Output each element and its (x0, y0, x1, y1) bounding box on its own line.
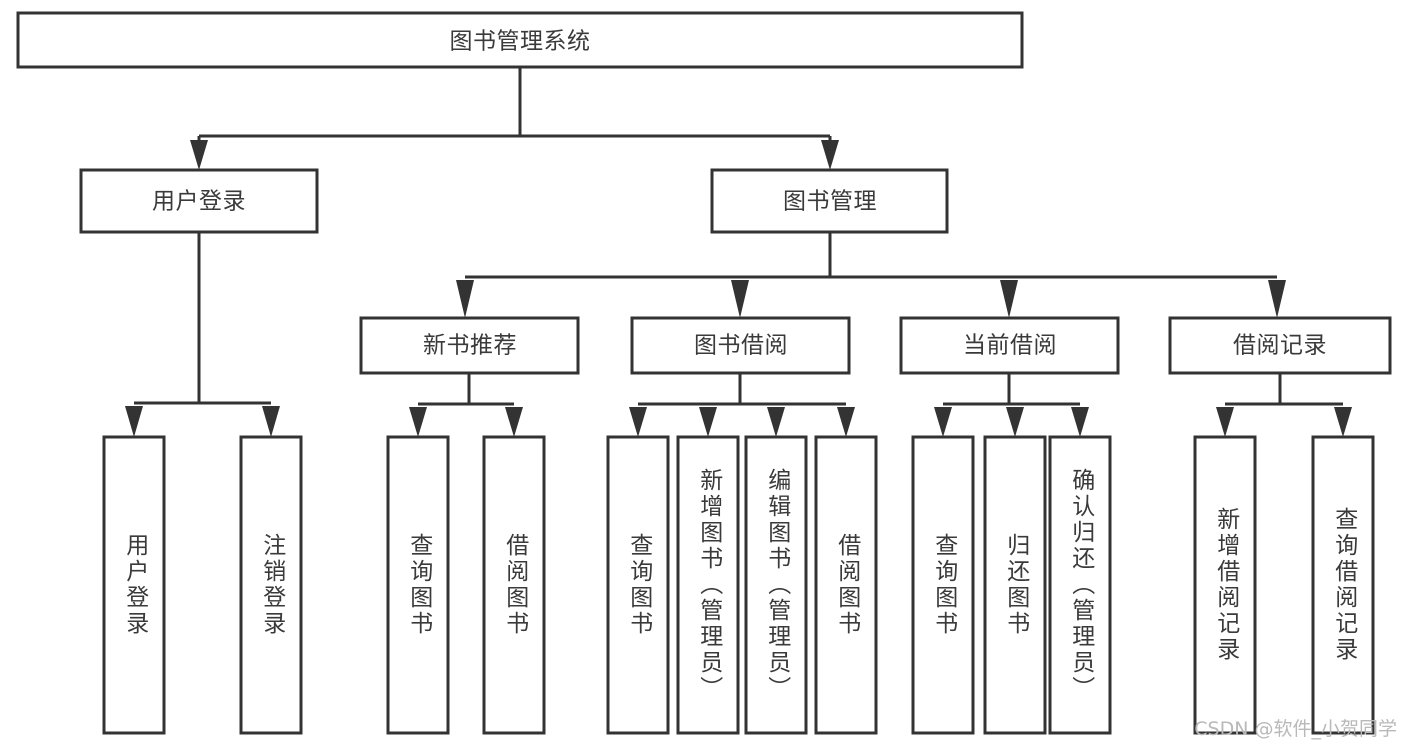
node-book-borrow-box (630, 316, 851, 375)
node-current-borrow[interactable]: 当前借阅 (899, 316, 1120, 375)
node-leaf-user-login[interactable]: 用户登录 (102, 435, 166, 735)
arrow-head-book-manage (821, 140, 839, 170)
node-leaf-add-record[interactable]: 新增借阅记录 (1193, 435, 1257, 735)
node-leaf-borrow-book-2-label: 借阅图书 (833, 533, 860, 637)
node-leaf-edit-book[interactable]: 编辑图书（管理员） (744, 435, 808, 735)
node-leaf-query-book-1-label: 查询图书 (405, 533, 432, 637)
node-leaf-user-login-label: 用户登录 (121, 533, 148, 637)
node-root[interactable]: 图书管理系统 (16, 11, 1024, 69)
node-leaf-query-book-1-box (386, 435, 450, 735)
csdn-watermark: CSDN @软件_小贺同学 (1194, 718, 1397, 740)
node-book-manage-box (710, 168, 949, 234)
node-user-login[interactable]: 用户登录 (79, 168, 319, 234)
arrow-head-current-borrow (1000, 280, 1018, 318)
node-leaf-add-book-box (676, 435, 740, 735)
arrow-head-leaf-query-book-3 (934, 407, 952, 437)
node-leaf-return-book-label: 归还图书 (1002, 533, 1029, 637)
node-leaf-confirm-return-label: 确认归还（管理员） (1067, 468, 1094, 702)
arrow-head-leaf-confirm-return (1071, 407, 1089, 437)
connector-group-book-borrow (629, 373, 855, 437)
node-leaf-borrow-book-1[interactable]: 借阅图书 (482, 435, 546, 735)
node-leaf-edit-book-box (744, 435, 808, 735)
node-leaf-query-book-3[interactable]: 查询图书 (911, 435, 975, 735)
leaf-nodes-group: 用户登录 注销登录 查询图书 借阅图书 (102, 435, 1375, 735)
arrow-head-leaf-query-book-1 (409, 407, 427, 437)
connector-group-user-login (125, 232, 280, 437)
arrow-head-leaf-edit-book (767, 407, 785, 437)
node-leaf-query-book-3-box (911, 435, 975, 735)
node-borrow-record-label: 借阅记录 (1233, 333, 1327, 359)
node-leaf-query-record-label: 查询借阅记录 (1330, 507, 1357, 663)
node-leaf-add-record-box (1193, 435, 1257, 735)
node-leaf-return-book-box (983, 435, 1047, 735)
node-leaf-user-logout-label: 注销登录 (258, 533, 285, 637)
arrow-head-leaf-user-logout (262, 406, 280, 437)
node-leaf-query-book-3-label: 查询图书 (930, 533, 957, 637)
arrow-head-leaf-borrow-book-1 (505, 407, 523, 437)
node-leaf-user-login-box (102, 435, 166, 735)
node-leaf-borrow-book-1-label: 借阅图书 (501, 533, 528, 637)
node-leaf-confirm-return-box (1048, 435, 1112, 735)
node-leaf-user-logout[interactable]: 注销登录 (239, 435, 303, 735)
node-leaf-query-book-1[interactable]: 查询图书 (386, 435, 450, 735)
node-leaf-borrow-book-2-box (814, 435, 878, 735)
arrow-head-leaf-user-login (125, 406, 143, 437)
arrow-head-leaf-return-book (1006, 407, 1024, 437)
connector-group-new-book-rec (409, 373, 523, 437)
node-borrow-record-box (1168, 316, 1392, 375)
node-current-borrow-box (899, 316, 1120, 375)
arrow-head-new-book-rec (456, 280, 474, 318)
node-new-book-rec-label: 新书推荐 (423, 333, 517, 359)
node-user-login-box (79, 168, 319, 234)
node-leaf-add-record-label: 新增借阅记录 (1212, 507, 1239, 663)
node-leaf-query-book-2-label: 查询图书 (625, 533, 652, 637)
node-leaf-confirm-return[interactable]: 确认归还（管理员） (1048, 435, 1112, 735)
node-leaf-return-book[interactable]: 归还图书 (983, 435, 1047, 735)
node-root-box (16, 11, 1024, 69)
node-leaf-query-record-box (1311, 435, 1375, 735)
node-leaf-user-logout-box (239, 435, 303, 735)
connector-group-book-manage (456, 232, 1286, 318)
node-root-label: 图书管理系统 (450, 29, 591, 55)
node-new-book-rec[interactable]: 新书推荐 (359, 316, 580, 375)
node-leaf-query-book-2-box (606, 435, 670, 735)
node-leaf-borrow-book-1-box (482, 435, 546, 735)
node-book-manage[interactable]: 图书管理 (710, 168, 949, 234)
node-leaf-query-book-2[interactable]: 查询图书 (606, 435, 670, 735)
node-book-manage-label: 图书管理 (783, 189, 877, 215)
arrow-head-leaf-add-record (1216, 407, 1234, 437)
arrow-head-user-login (190, 140, 208, 170)
node-current-borrow-label: 当前借阅 (963, 333, 1057, 359)
arrow-head-book-borrow (731, 280, 749, 318)
node-user-login-label: 用户登录 (152, 189, 246, 215)
node-book-borrow-label: 图书借阅 (694, 333, 788, 359)
arrow-head-leaf-add-book (699, 407, 717, 437)
arrow-head-leaf-query-book-2 (629, 407, 647, 437)
arrow-head-leaf-borrow-book-2 (837, 407, 855, 437)
node-borrow-record[interactable]: 借阅记录 (1168, 316, 1392, 375)
connector-group-root (190, 67, 839, 170)
connector-group-borrow-record (1216, 373, 1352, 437)
arrow-head-leaf-query-record (1334, 407, 1352, 437)
node-new-book-rec-box (359, 316, 580, 375)
node-leaf-add-book[interactable]: 新增图书（管理员） (676, 435, 740, 735)
node-leaf-query-record[interactable]: 查询借阅记录 (1311, 435, 1375, 735)
node-leaf-borrow-book-2[interactable]: 借阅图书 (814, 435, 878, 735)
connector-group-current-borrow (934, 373, 1089, 437)
arrow-head-borrow-record (1268, 280, 1286, 318)
node-book-borrow[interactable]: 图书借阅 (630, 316, 851, 375)
node-leaf-add-book-label: 新增图书（管理员） (695, 468, 722, 702)
node-leaf-edit-book-label: 编辑图书（管理员） (763, 468, 790, 702)
